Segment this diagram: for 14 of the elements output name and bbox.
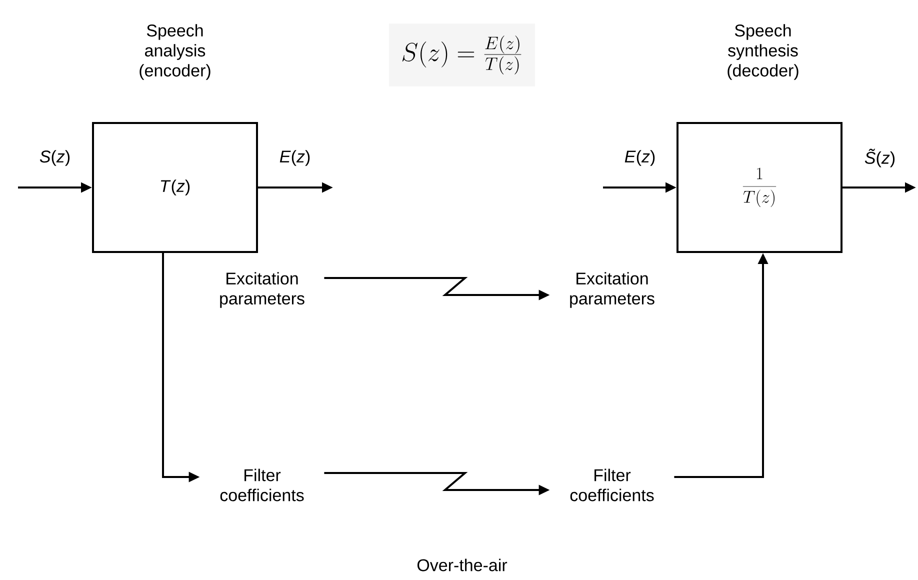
signal-label: E(z) xyxy=(624,150,655,166)
parameter-label: Excitation parameters xyxy=(570,272,654,308)
process-box: $\frac{1}{T(z)}$ xyxy=(676,122,842,253)
signal-label: E(z) xyxy=(280,150,310,166)
process-box: T(z) xyxy=(92,122,258,253)
parameter-label: Excitation parameters xyxy=(220,272,304,308)
parameter-label: Filter coefficients xyxy=(570,468,654,502)
parameter-label: Filter coefficients xyxy=(220,468,304,502)
signal-label: S̃(z) xyxy=(864,148,895,168)
signal-label: S(z) xyxy=(40,150,70,166)
caption: Over-the-air xyxy=(417,558,508,572)
transfer-formula: $S(z)=\frac{E(z)}{T(z)}$ xyxy=(389,24,535,86)
box-heading: Speech analysis (encoder) xyxy=(140,24,210,80)
box-heading: Speech synthesis (decoder) xyxy=(728,24,798,80)
